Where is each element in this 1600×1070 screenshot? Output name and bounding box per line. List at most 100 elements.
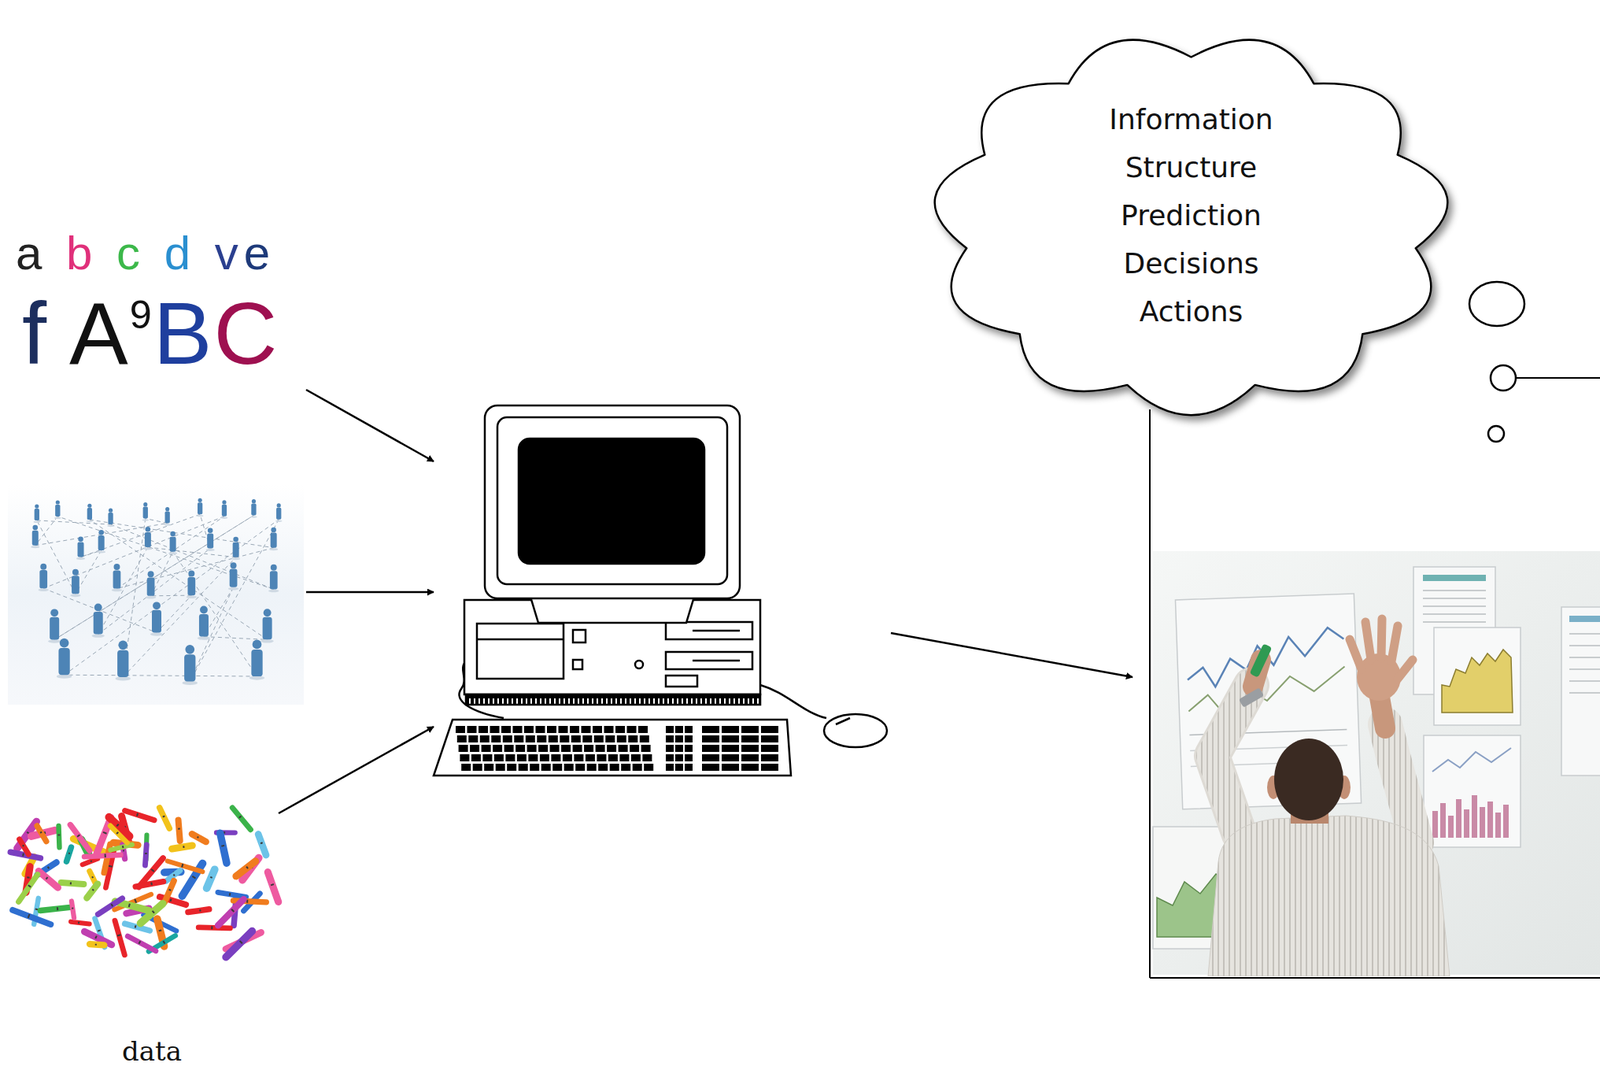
key	[491, 735, 501, 743]
chromosome-band	[169, 889, 172, 891]
figure-head	[59, 638, 70, 648]
photo-frame	[1149, 377, 1600, 978]
key	[518, 763, 529, 771]
cloud-item: Decisions	[933, 239, 1449, 288]
key	[561, 744, 571, 752]
figure-body	[87, 507, 93, 520]
key	[469, 744, 480, 752]
figure-head	[198, 498, 203, 503]
key	[684, 744, 693, 752]
chromosome-band	[134, 898, 137, 903]
key	[702, 744, 720, 752]
network-link	[122, 557, 236, 677]
chromosome	[125, 810, 155, 821]
network-link	[64, 519, 280, 675]
figure-head	[32, 524, 38, 531]
chromosome	[218, 898, 244, 925]
bar-paper	[1433, 627, 1521, 725]
person-figure	[197, 606, 211, 640]
key	[492, 744, 503, 752]
cloud-item: Information	[933, 95, 1449, 144]
key	[541, 763, 551, 771]
figure-shadow	[30, 545, 40, 548]
thought-bubbles	[1469, 281, 1525, 442]
key	[585, 753, 595, 762]
chromosome	[19, 838, 30, 854]
figure-head	[199, 606, 208, 614]
figure-shadow	[92, 633, 105, 637]
person-figure	[250, 498, 258, 518]
shirt	[1208, 815, 1450, 976]
figure-head	[94, 603, 103, 612]
person-figure	[221, 499, 229, 519]
network-link	[98, 546, 148, 635]
key	[665, 763, 674, 771]
keyboard	[433, 719, 791, 776]
key	[628, 735, 638, 743]
key	[536, 735, 547, 743]
arrow	[890, 632, 1133, 677]
figure-head	[277, 502, 281, 507]
man-figure	[1208, 618, 1450, 976]
figure-body	[34, 508, 40, 521]
handwritten-char: e	[243, 226, 276, 280]
table-head	[1569, 615, 1600, 622]
key	[642, 753, 652, 762]
chromosome	[89, 943, 104, 945]
chromosome-band	[89, 860, 93, 862]
figure-body	[71, 575, 80, 594]
figure-body	[251, 649, 263, 677]
network-link	[151, 594, 193, 597]
handwriting-sample: a b c d ve	[15, 229, 276, 278]
analyst-photo	[1152, 550, 1600, 976]
figure-body	[197, 502, 203, 514]
figure-body	[143, 506, 148, 519]
figure-head	[118, 639, 128, 650]
figure-head	[98, 529, 104, 536]
figure-shadow	[141, 518, 149, 521]
chromosome-band	[210, 925, 213, 929]
monitor	[484, 405, 740, 599]
chromosome	[71, 900, 74, 917]
chromosome-band	[95, 935, 97, 939]
chromosome	[225, 931, 252, 958]
chromosome	[135, 881, 163, 887]
paper	[1433, 627, 1521, 725]
chromosome	[84, 931, 111, 945]
chromosome	[82, 858, 98, 865]
monitor-bezel	[497, 417, 728, 584]
figure-head	[145, 526, 152, 533]
chromosome-band	[104, 853, 107, 858]
figure-body	[276, 507, 281, 520]
area-chart	[1441, 649, 1513, 713]
chromosome-band	[122, 849, 125, 851]
chromosome-band	[48, 866, 50, 869]
key	[501, 725, 511, 733]
key	[639, 735, 650, 743]
person-figure	[206, 527, 215, 551]
chromosome-band	[181, 863, 183, 867]
key	[761, 763, 779, 771]
person-figure	[268, 564, 279, 592]
handwritten-char: d	[164, 226, 196, 280]
key	[675, 763, 684, 771]
key	[525, 735, 536, 743]
table-rows	[1422, 590, 1486, 622]
figure-shadow	[260, 639, 274, 643]
key	[502, 735, 513, 743]
figure-shadow	[145, 595, 156, 599]
key	[702, 725, 720, 733]
figure-head	[232, 536, 239, 543]
key	[478, 725, 488, 733]
cloud-item: Structure	[933, 143, 1449, 192]
figure-shadow	[228, 587, 239, 591]
chromosome-band	[240, 940, 243, 943]
key	[582, 735, 592, 743]
handwritten-char	[47, 226, 67, 280]
chromosome	[258, 834, 267, 855]
cloud-item: Actions	[933, 287, 1449, 336]
key	[583, 744, 594, 752]
key	[513, 725, 523, 733]
person-figure	[143, 526, 152, 550]
key	[572, 744, 583, 752]
